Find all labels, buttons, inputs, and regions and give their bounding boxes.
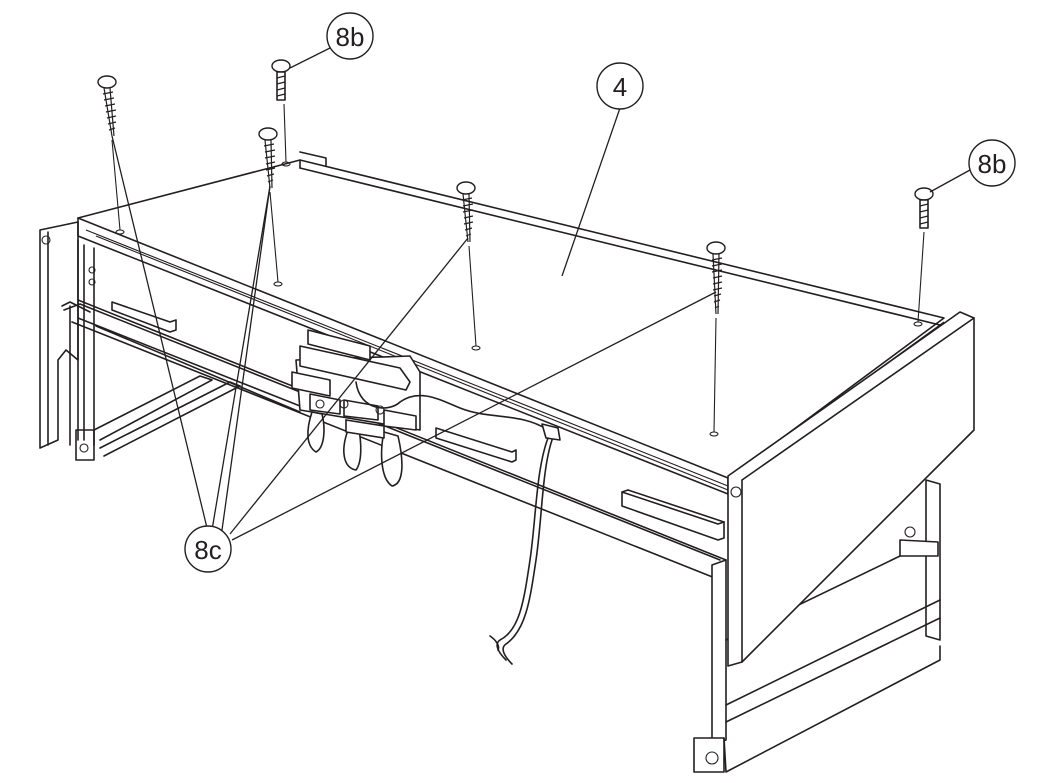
screw-8c-4: [706, 241, 726, 315]
left-side-panel: [39, 221, 96, 461]
callout-4-label: 4: [613, 72, 627, 102]
callout-8b-left-label: 8b: [336, 22, 365, 52]
callout-8c-label: 8c: [194, 535, 221, 565]
right-leg: [693, 479, 941, 773]
callout-8b-left: 8b: [326, 12, 374, 60]
screw-8c-3: [456, 181, 476, 243]
screw-8b-1: [271, 59, 291, 101]
callout-4: 4: [596, 62, 644, 110]
stand-frame: [39, 221, 941, 773]
pedal-unit: [291, 329, 561, 665]
screw-8c-1: [97, 75, 117, 137]
callout-8c: 8c: [184, 525, 232, 573]
callout-leaders: [111, 47, 971, 541]
callout-8b-right-label: 8b: [978, 149, 1007, 179]
callout-8b-right: 8b: [968, 139, 1016, 187]
screw-8b-2: [914, 187, 934, 229]
right-side-panel: [727, 311, 975, 667]
guide-lines: [111, 103, 925, 433]
screw-8c-2: [258, 127, 278, 189]
